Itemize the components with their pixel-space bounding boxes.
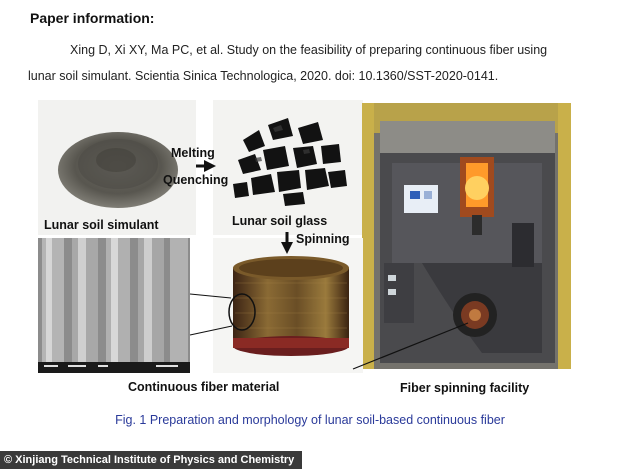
label-melting: Melting [171, 146, 215, 160]
figure-caption: Fig. 1 Preparation and morphology of lun… [115, 413, 505, 427]
image-credit: © Xinjiang Technical Institute of Physic… [0, 451, 303, 469]
lunar-soil-simulant-photo [38, 100, 196, 235]
label-lunar-soil-simulant: Lunar soil simulant [44, 218, 159, 232]
label-fiber-spinning-facility: Fiber spinning facility [400, 381, 530, 395]
spinning-arrow [281, 232, 293, 254]
paper-info-heading: Paper information: [30, 10, 155, 26]
continuous-fiber-bobbin-photo [213, 238, 363, 373]
zoom-line-top [189, 293, 232, 299]
label-spinning: Spinning [296, 232, 350, 246]
fiber-spinning-facility-photo [362, 103, 571, 369]
facility-pointer-line [352, 322, 469, 370]
citation-line-2: lunar soil simulant. Scientia Sinica Tec… [28, 69, 499, 83]
label-quenching: Quenching [163, 173, 229, 187]
melting-arrow [196, 160, 216, 172]
lunar-soil-glass-photo [213, 100, 363, 235]
zoom-line-bottom [189, 325, 233, 336]
label-continuous-fiber-material: Continuous fiber material [128, 380, 280, 394]
zoom-circle [228, 293, 256, 331]
label-lunar-soil-glass: Lunar soil glass [232, 214, 328, 228]
citation: Xing D, Xi XY, Ma PC, et al. Study on th… [28, 37, 600, 89]
fiber-sem-micrograph [38, 238, 190, 373]
citation-line-1: Xing D, Xi XY, Ma PC, et al. Study on th… [70, 43, 548, 57]
